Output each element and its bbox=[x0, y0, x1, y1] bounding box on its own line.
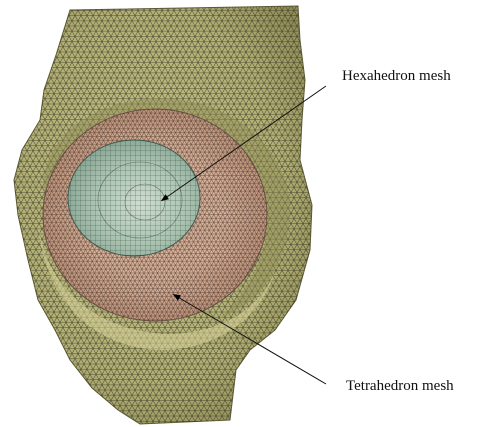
hexahedron-mesh-label: Hexahedron mesh bbox=[342, 68, 451, 84]
hexahedron-cup-region bbox=[68, 140, 200, 256]
tetrahedron-mesh-label: Tetrahedron mesh bbox=[346, 378, 454, 394]
cup-mesh bbox=[68, 140, 200, 256]
